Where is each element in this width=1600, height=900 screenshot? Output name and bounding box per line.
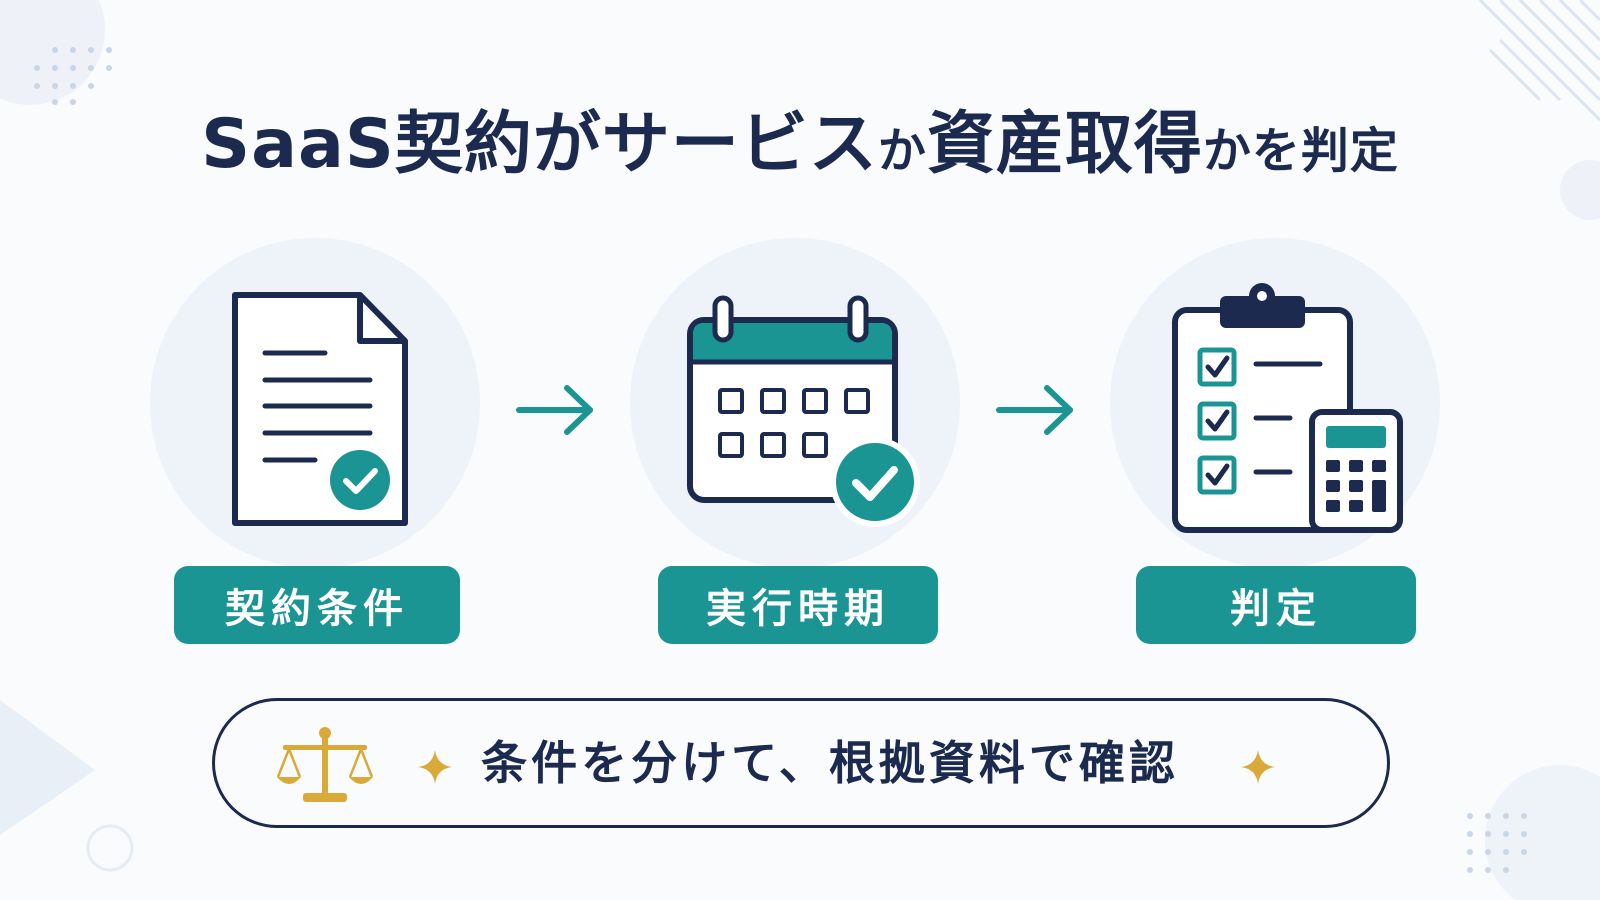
title-part-4: かを判定 [1202, 123, 1399, 179]
arrow-right-icon [516, 385, 593, 435]
clipboard-calculator-icon [1172, 283, 1403, 533]
calendar-check-icon [687, 295, 920, 527]
title-part-2: か [877, 123, 927, 179]
document-check-icon [232, 292, 408, 526]
step-3-label: 判定 [1136, 566, 1416, 644]
title-part-1: SaaS契約がサービス [201, 105, 878, 184]
scales-icon [276, 727, 374, 802]
sparkle-icon [1241, 750, 1275, 784]
page-title: SaaS契約がサービスか資産取得かを判定 [0, 100, 1600, 196]
summary-callout [212, 698, 1390, 828]
step-2-label: 実行時期 [658, 566, 938, 644]
arrow-right-icon [996, 385, 1073, 435]
title-part-3: 資産取得 [926, 105, 1203, 184]
sparkle-icon [418, 750, 452, 784]
summary-text: 条件を分けて、根拠資料で確認 [481, 736, 1179, 790]
step-1-label: 契約条件 [174, 566, 460, 644]
